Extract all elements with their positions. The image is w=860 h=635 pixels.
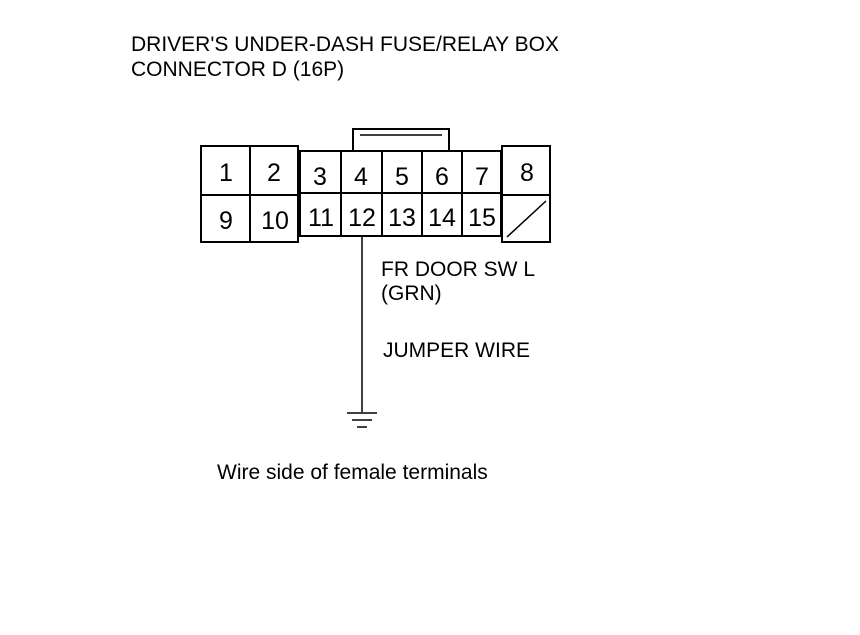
connector-16p (200, 128, 551, 243)
pin-2: 2 (267, 159, 281, 187)
pin-14: 14 (428, 204, 456, 232)
pin-5: 5 (395, 163, 409, 191)
pin-15: 15 (468, 204, 496, 232)
pin-12: 12 (348, 204, 376, 232)
pin-8: 8 (520, 159, 534, 187)
pin-10: 10 (261, 207, 289, 235)
pin-13: 13 (388, 204, 416, 232)
wire-label-line1: FR DOOR SW L (381, 258, 535, 281)
pin-6: 6 (435, 163, 449, 191)
pin-9: 9 (219, 207, 233, 235)
wire-label-line2: (GRN) (381, 282, 442, 305)
ground-icon (347, 412, 377, 428)
diagram-title-line2: CONNECTOR D (16P) (131, 58, 344, 81)
diagram-caption: Wire side of female terminals (217, 461, 488, 484)
diagram-title-line1: DRIVER'S UNDER-DASH FUSE/RELAY BOX (131, 33, 559, 56)
connector-lock-tab (352, 128, 450, 152)
pin-7: 7 (475, 163, 489, 191)
pin-1: 1 (219, 159, 233, 187)
pin-11: 11 (308, 204, 334, 232)
jumper-wire-label: JUMPER WIRE (383, 339, 530, 362)
pin-4: 4 (354, 163, 368, 191)
empty-cavity-mark (506, 200, 547, 238)
pin-3: 3 (313, 163, 327, 191)
